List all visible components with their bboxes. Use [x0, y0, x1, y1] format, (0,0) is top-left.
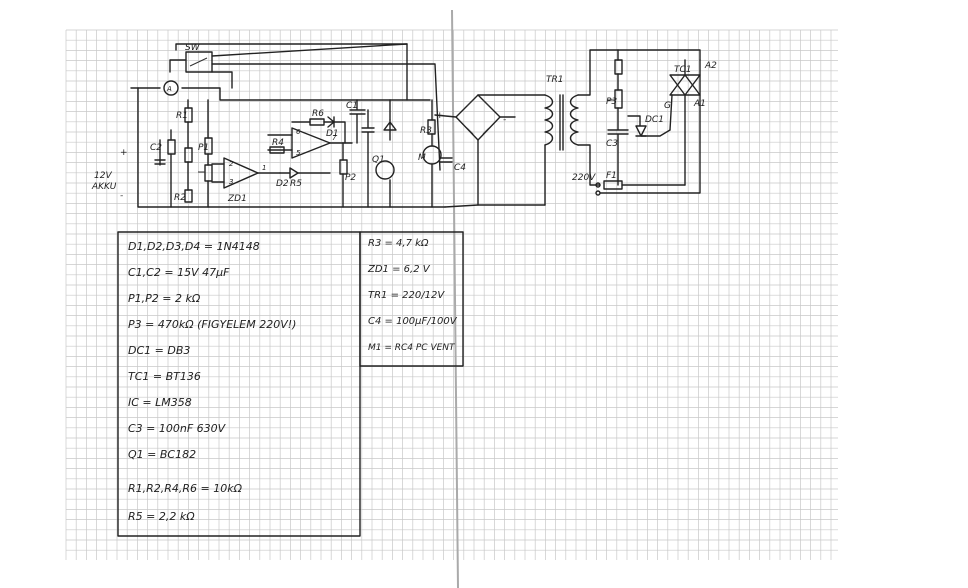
parts-list-right: R3 = 4,7 kΩ ZD1 = 6,2 V TR1 = 220/12V C4… — [367, 238, 458, 353]
supply-minus-label: - — [120, 191, 123, 201]
c4-label: C4 — [454, 163, 466, 173]
ammeter-label: A — [166, 85, 172, 93]
rectifier-plus-label: + — [436, 111, 444, 121]
diac-label: DC1 — [645, 115, 664, 125]
supply-type-label: AKKU — [91, 182, 117, 192]
op-amp-b-symbol — [291, 127, 331, 159]
transformer-label: TR1 — [546, 75, 563, 85]
c3-label: C3 — [606, 139, 618, 149]
parts-list-left: D1,D2,D3,D4 = 1N4148 C1,C2 = 15V 47μF P1… — [128, 240, 296, 523]
parts-item: Q1 = BC182 — [128, 448, 196, 461]
triac-circuit — [577, 49, 701, 196]
parts-item: IC = LM358 — [128, 396, 192, 409]
op-amp-a-symbol — [223, 157, 259, 189]
q1-label: Q1 — [372, 155, 385, 165]
parts-item: DC1 = DB3 — [128, 344, 190, 357]
op-amp-b-pin-5: 5 — [296, 149, 301, 157]
triac-label: TC1 — [674, 65, 692, 75]
parts-item: TR1 = 220/12V — [368, 290, 445, 301]
parts-item: ZD1 = 6,2 V — [367, 264, 431, 275]
parts-item: C1,C2 = 15V 47μF — [128, 266, 230, 279]
c1-label: C1 — [346, 101, 358, 111]
parts-item: TC1 = BT136 — [128, 370, 201, 383]
parts-item: P1,P2 = 2 kΩ — [128, 292, 201, 305]
p1-label: P1 — [198, 143, 209, 153]
r5-label: R5 — [290, 179, 302, 189]
parts-item: D1,D2,D3,D4 = 1N4148 — [128, 240, 260, 253]
op-amp-b-pin-7: 7 — [332, 134, 337, 142]
transformer-primary — [544, 94, 554, 146]
parts-item: P3 = 470kΩ (FIGYELEM 220V!) — [128, 318, 296, 331]
switch-symbol — [185, 51, 213, 73]
page-fold — [451, 9, 459, 588]
parts-item: R1,R2,R4,R6 = 10kΩ — [128, 482, 243, 495]
r6-label: R6 — [312, 109, 324, 119]
gate-label: G — [664, 101, 671, 111]
parts-list-right-box — [359, 231, 464, 367]
parts-item: C3 = 100nF 630V — [128, 422, 227, 435]
fuse-label: F1 — [606, 171, 617, 181]
transformer-secondary — [569, 94, 579, 146]
op-amp-b-pin-6: 6 — [296, 128, 301, 136]
c2-label: C2 — [150, 143, 162, 153]
rectifier-minus-label: - — [503, 115, 506, 125]
r2-label: R2 — [174, 193, 186, 203]
control-circuit — [130, 43, 579, 208]
p2-label: P2 — [345, 173, 356, 183]
r1-label: R1 — [176, 111, 188, 121]
d2-label: D2 — [276, 179, 289, 189]
p3-label: P3 — [606, 97, 617, 107]
zd1-label: ZD1 — [227, 194, 247, 204]
parts-item: R5 = 2,2 kΩ — [128, 510, 195, 523]
r3-label: R3 — [420, 126, 432, 136]
parts-item: M1 = RC4 PC VENT — [368, 343, 456, 353]
r4-label: R4 — [272, 138, 284, 148]
ammeter-symbol — [163, 80, 179, 96]
d1-label: D1 — [326, 129, 339, 139]
parts-item: R3 = 4,7 kΩ — [368, 238, 429, 249]
supply-voltage-label: 12V — [94, 171, 112, 181]
op-amp-a-pin-1: 1 — [262, 164, 266, 172]
parts-item: C4 = 100μF/100V — [368, 316, 458, 327]
motor-label: M — [418, 153, 426, 163]
switch-label: SW — [185, 43, 201, 53]
a2-label: A2 — [704, 61, 717, 71]
op-amp-a-pin-3: 3 — [229, 178, 233, 186]
op-amp-a-pin-2: 2 — [229, 160, 234, 168]
parts-list-left-box — [117, 231, 361, 537]
a1-label: A1 — [693, 99, 706, 109]
supply-plus-label: + — [120, 148, 128, 158]
mains-label: 220V — [572, 173, 596, 183]
